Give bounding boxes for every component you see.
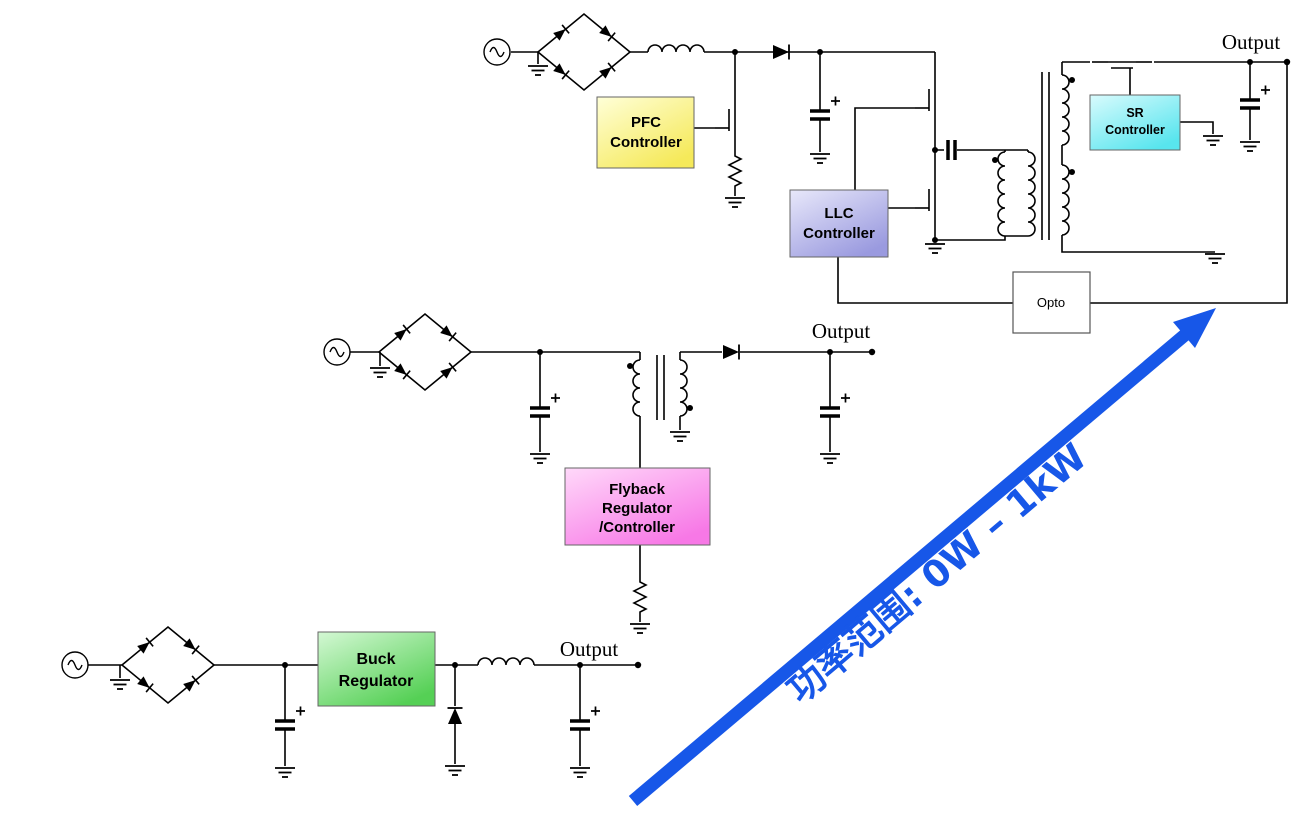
junction-dots bbox=[537, 348, 876, 356]
wires-middle bbox=[350, 351, 872, 622]
opto-label: Opto bbox=[1037, 295, 1065, 310]
wires-bottom bbox=[88, 664, 638, 766]
buck-label-line1: Buck bbox=[356, 651, 395, 668]
resonant-capacitor-icon bbox=[946, 140, 957, 160]
llc-controller-label-line2: Controller bbox=[803, 225, 875, 242]
output-label-middle: Output bbox=[812, 319, 871, 343]
sr-controller-label-line2: Controller bbox=[1105, 123, 1165, 137]
flyback-circuit: Flyback Regulator /Controller Output bbox=[323, 313, 876, 634]
polarity-dot bbox=[1069, 169, 1075, 175]
sr-controller-box bbox=[1089, 94, 1181, 151]
arrow-head bbox=[1173, 308, 1216, 348]
junction-dots bbox=[282, 661, 642, 669]
buck-regulator-box bbox=[317, 631, 436, 707]
pfc-controller-label-line1: PFC bbox=[631, 114, 661, 131]
junction-dots bbox=[732, 49, 1291, 243]
polarity-dot bbox=[627, 363, 633, 369]
buck-circuit: Buck Regulator Output bbox=[61, 626, 642, 778]
llc-transformer-icon bbox=[992, 74, 1075, 237]
flyback-label-line1: Flyback bbox=[609, 481, 666, 498]
ac-source-icon bbox=[483, 38, 511, 66]
output-label-bottom: Output bbox=[560, 637, 619, 661]
flyback-regulator-box bbox=[564, 467, 711, 546]
llc-resonant-circuit: PFC Controller LLC Controller SR Control… bbox=[483, 13, 1291, 334]
pfc-controller-box bbox=[596, 96, 695, 169]
sr-controller-label-line1: SR bbox=[1126, 106, 1143, 120]
polarity-dot bbox=[687, 405, 693, 411]
opto-box bbox=[1012, 271, 1091, 334]
arrow-shaft bbox=[628, 329, 1191, 806]
ac-source-icon bbox=[61, 651, 89, 679]
output-label-top: Output bbox=[1222, 30, 1281, 54]
llc-controller-box bbox=[789, 189, 889, 258]
polarity-dot bbox=[992, 157, 998, 163]
flyback-transformer-icon bbox=[627, 359, 693, 417]
llc-controller-label-line1: LLC bbox=[824, 205, 853, 222]
buck-label-line2: Regulator bbox=[339, 673, 414, 690]
polarity-dot bbox=[1069, 77, 1075, 83]
pfc-controller-label-line2: Controller bbox=[610, 134, 682, 151]
flyback-label-line3: /Controller bbox=[599, 519, 675, 536]
ac-source-icon bbox=[323, 338, 351, 366]
flyback-label-line2: Regulator bbox=[602, 500, 672, 517]
